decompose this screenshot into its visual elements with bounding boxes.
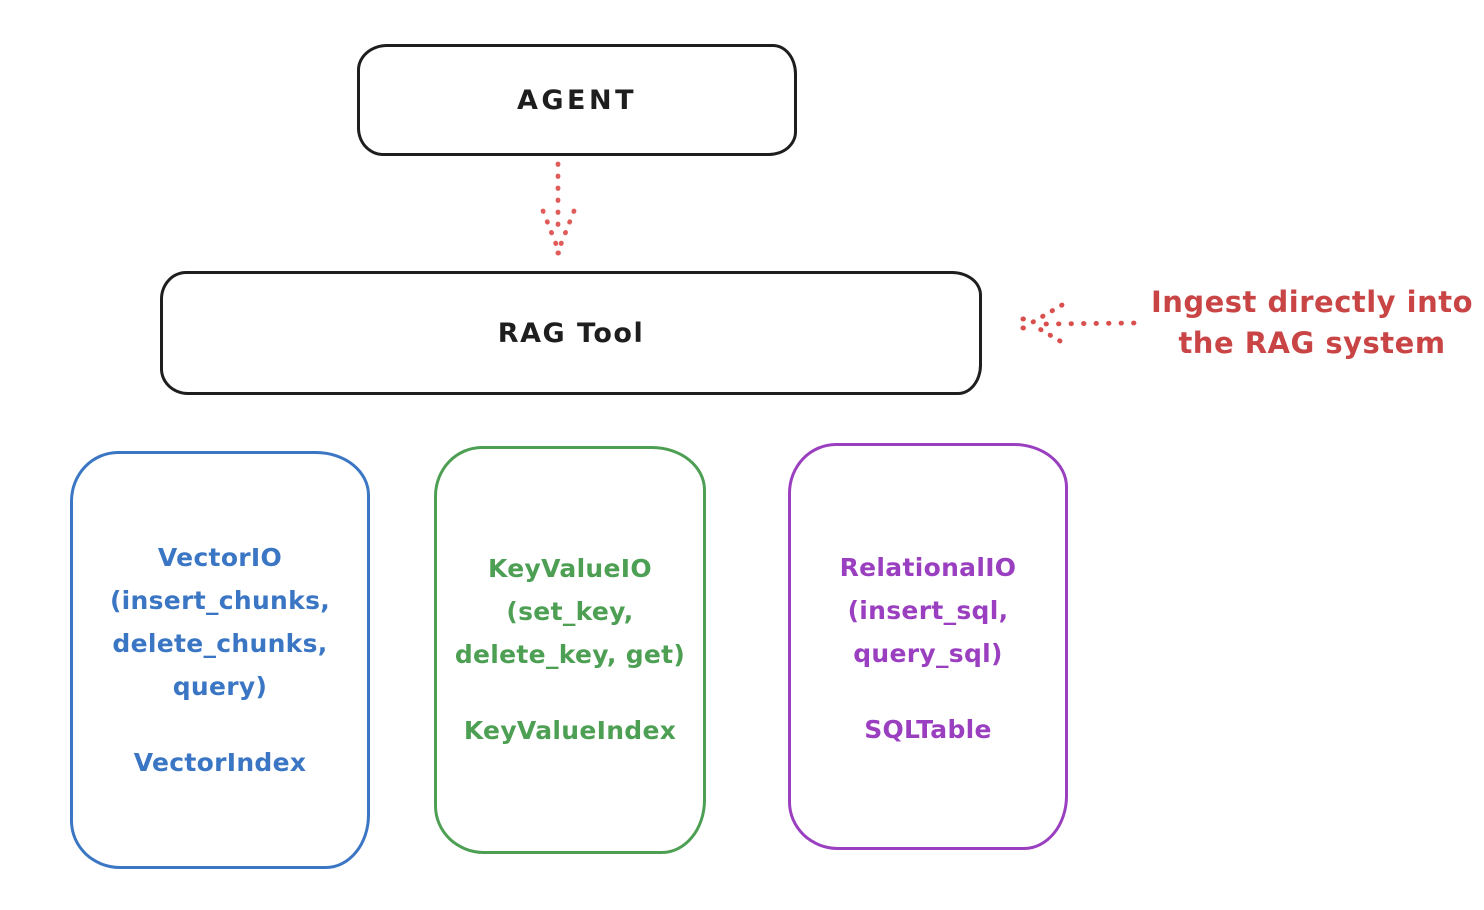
rag-tool-label: RAG Tool bbox=[497, 317, 645, 349]
agent-label: AGENT bbox=[516, 84, 637, 116]
relational-io-node[interactable]: RelationalIO (insert_sql, query_sql) SQL… bbox=[788, 443, 1068, 850]
ingest-arrow[interactable] bbox=[1012, 294, 1144, 352]
vector-io-param: query) bbox=[172, 672, 268, 701]
sql-table-label: SQLTable bbox=[864, 715, 992, 744]
relational-io-param: (insert_sql, bbox=[847, 596, 1009, 625]
agent-to-rag-tool-arrow[interactable] bbox=[528, 158, 592, 262]
keyvalue-io-node[interactable]: KeyValueIO (set_key, delete_key, get) Ke… bbox=[434, 446, 706, 854]
keyvalue-io-title: KeyValueIO bbox=[488, 554, 652, 583]
vector-io-node[interactable]: VectorIO (insert_chunks, delete_chunks, … bbox=[70, 451, 370, 869]
vector-io-param: (insert_chunks, bbox=[109, 586, 331, 615]
keyvalue-io-param: delete_key, get) bbox=[454, 640, 686, 669]
relational-io-title: RelationalIO bbox=[839, 553, 1017, 582]
keyvalue-index-label: KeyValueIndex bbox=[463, 716, 677, 745]
ingest-annotation: Ingest directly into the RAG system bbox=[1143, 282, 1481, 364]
vector-io-title: VectorIO bbox=[157, 543, 283, 572]
agent-node[interactable]: AGENT bbox=[357, 44, 797, 156]
keyvalue-io-param: (set_key, bbox=[506, 597, 634, 626]
ingest-annotation-line1: Ingest directly into bbox=[1150, 285, 1474, 319]
vector-io-param: delete_chunks, bbox=[112, 629, 328, 658]
relational-io-param: query_sql) bbox=[853, 639, 1003, 668]
rag-tool-node[interactable]: RAG Tool bbox=[160, 271, 982, 395]
ingest-annotation-line2: the RAG system bbox=[1178, 326, 1446, 360]
vector-index-label: VectorIndex bbox=[133, 748, 307, 777]
